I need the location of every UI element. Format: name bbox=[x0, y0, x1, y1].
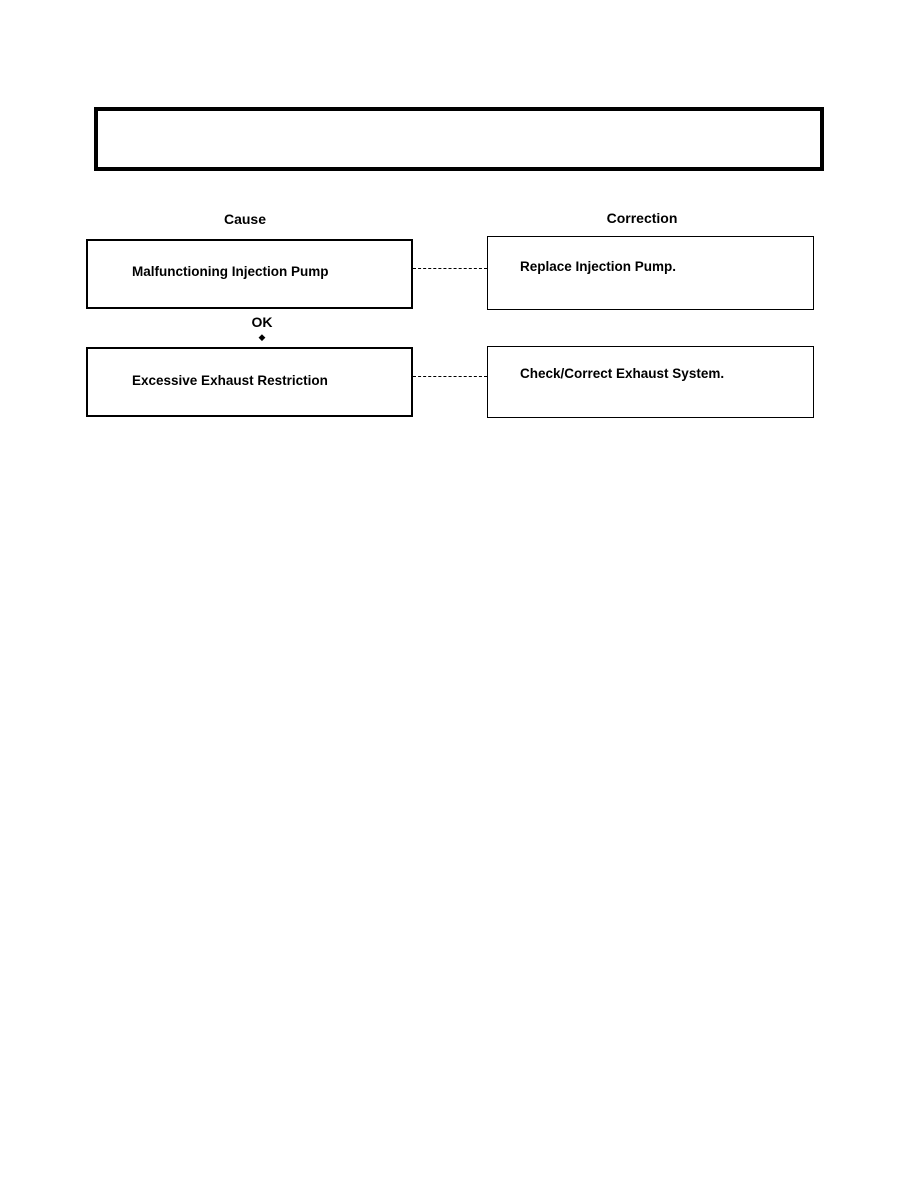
ok-label: OK bbox=[251, 314, 273, 330]
down-arrow-icon: ◆ bbox=[258, 332, 266, 342]
dashed-connector-2 bbox=[413, 376, 487, 377]
correction-heading: Correction bbox=[606, 210, 678, 226]
correction-text-2: Check/Correct Exhaust System. bbox=[520, 366, 725, 381]
cause-box-2: Excessive Exhaust Restriction bbox=[86, 347, 413, 417]
cause-heading: Cause bbox=[223, 211, 267, 227]
correction-text-1: Replace Injection Pump. bbox=[520, 259, 677, 274]
correction-box-1: Replace Injection Pump. bbox=[487, 236, 814, 310]
cause-text-2: Excessive Exhaust Restriction bbox=[132, 373, 328, 388]
dashed-connector-1 bbox=[413, 268, 487, 269]
cause-box-1: Malfunctioning Injection Pump bbox=[86, 239, 413, 309]
correction-box-2: Check/Correct Exhaust System. bbox=[487, 346, 814, 418]
title-box bbox=[94, 107, 824, 171]
cause-text-1: Malfunctioning Injection Pump bbox=[132, 264, 329, 279]
